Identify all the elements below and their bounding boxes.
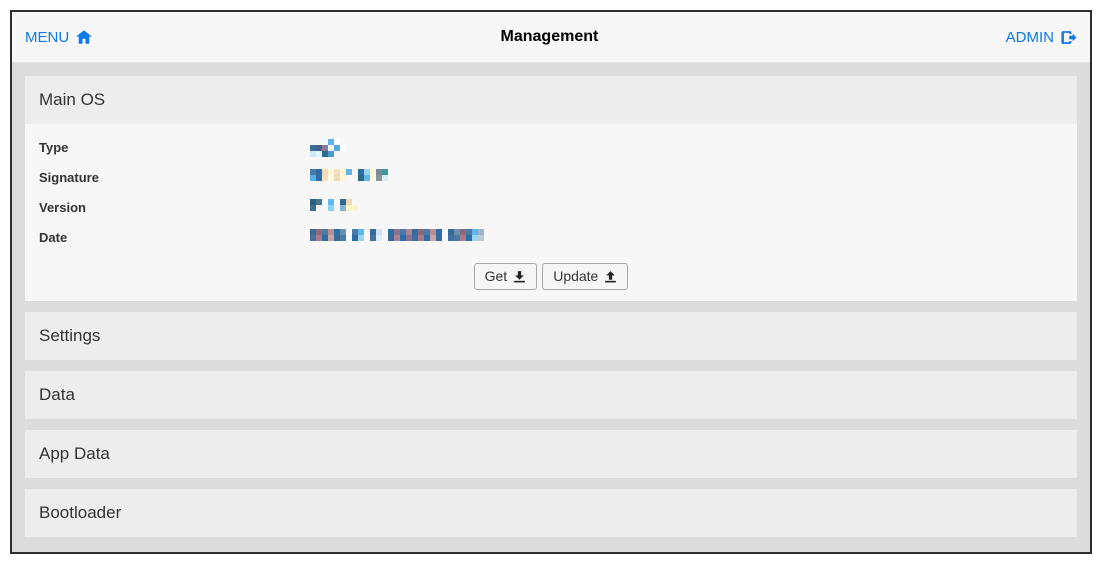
field-row-signature: Signature <box>39 167 1063 197</box>
panel-header-settings[interactable]: Settings <box>25 312 1077 360</box>
panel-title-bootloader: Bootloader <box>39 503 122 522</box>
field-value-date-redacted <box>310 227 484 241</box>
panel-header-main-os[interactable]: Main OS <box>25 76 1077 124</box>
field-value-signature-redacted <box>310 167 388 181</box>
upload-icon <box>604 270 617 283</box>
menu-link[interactable]: MENU <box>25 28 93 46</box>
update-button-label: Update <box>553 268 599 284</box>
download-icon <box>513 270 526 283</box>
panel-header-app-data[interactable]: App Data <box>25 430 1077 478</box>
field-row-type: Type <box>39 137 1063 167</box>
field-label-signature: Signature <box>39 170 99 185</box>
panel-header-data[interactable]: Data <box>25 371 1077 419</box>
panel-bootloader: Bootloader <box>25 489 1077 537</box>
get-button-label: Get <box>484 268 508 284</box>
panel-title-data: Data <box>39 385 75 404</box>
panel-settings: Settings <box>25 312 1077 360</box>
panel-title-app-data: App Data <box>39 444 110 463</box>
update-button[interactable]: Update <box>542 263 629 290</box>
field-value-version-redacted <box>310 197 358 211</box>
field-value-type-redacted <box>310 137 346 157</box>
field-row-version: Version <box>39 197 1063 227</box>
field-row-date: Date <box>39 227 1063 257</box>
panel-title-main-os: Main OS <box>39 90 106 109</box>
panel-main-os: Main OS Type Signature Version <box>25 76 1077 301</box>
logout-icon <box>1060 29 1077 46</box>
admin-link-label: ADMIN <box>1005 28 1054 46</box>
content-area: Main OS Type Signature Version <box>12 63 1090 552</box>
panel-data: Data <box>25 371 1077 419</box>
panel-title-settings: Settings <box>39 326 101 345</box>
menu-link-label: MENU <box>25 28 70 46</box>
app-frame: MENU Management ADMIN <box>10 10 1092 554</box>
panel-body-main-os: Type Signature Version Date <box>25 124 1077 301</box>
main-os-buttons-row: Get Update <box>39 263 1063 290</box>
field-label-date: Date <box>39 230 68 245</box>
field-label-version: Version <box>39 200 86 215</box>
panel-header-bootloader[interactable]: Bootloader <box>25 489 1077 537</box>
home-icon <box>75 28 93 46</box>
panel-app-data: App Data <box>25 430 1077 478</box>
page-title: Management <box>500 28 599 45</box>
get-button[interactable]: Get <box>473 263 538 290</box>
field-label-type: Type <box>39 140 69 155</box>
top-navigation-bar: MENU Management ADMIN <box>12 12 1090 63</box>
admin-link[interactable]: ADMIN <box>1006 29 1077 46</box>
